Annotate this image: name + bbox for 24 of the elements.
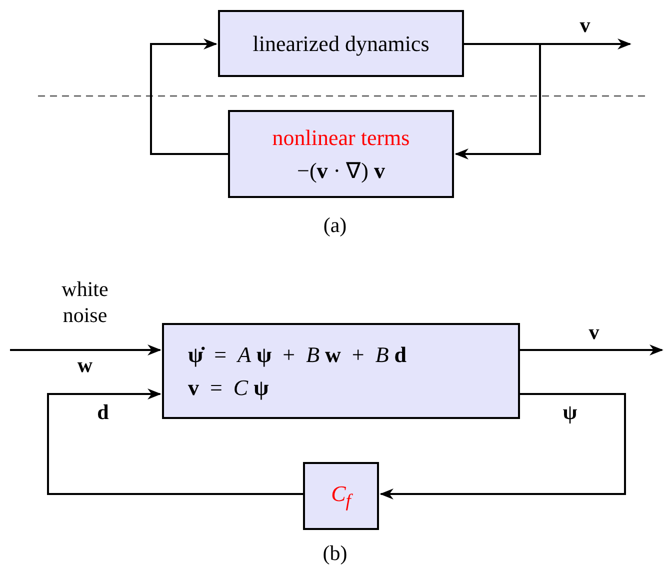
caption: (a)	[322, 212, 348, 238]
process-box	[162, 323, 520, 419]
edge-label: v	[588, 320, 600, 345]
arrow	[47, 388, 303, 495]
box-label: linearized dynamics	[252, 30, 430, 58]
formula: −(v · ∇) v	[297, 157, 385, 185]
caption: (b)	[322, 540, 348, 566]
arrow	[454, 43, 541, 160]
annotation: white noise	[60, 276, 110, 328]
arrow	[520, 344, 664, 356]
box-label: nonlinear terms	[272, 124, 410, 152]
edge-label: w	[76, 353, 94, 378]
box-label: C$_{f}$	[331, 480, 351, 512]
process-box	[228, 110, 454, 198]
equation: v = C ψ	[188, 374, 269, 402]
edge-label: ψ	[562, 400, 578, 425]
arrow	[10, 344, 162, 356]
edge-label: d	[96, 400, 110, 425]
equation: ψ̇ = A ψ + B w + B d	[188, 341, 407, 369]
process-box	[218, 10, 464, 77]
arrow	[150, 38, 228, 155]
edge-label: v	[578, 13, 592, 38]
controller-box	[303, 462, 379, 530]
arrow	[380, 393, 626, 500]
